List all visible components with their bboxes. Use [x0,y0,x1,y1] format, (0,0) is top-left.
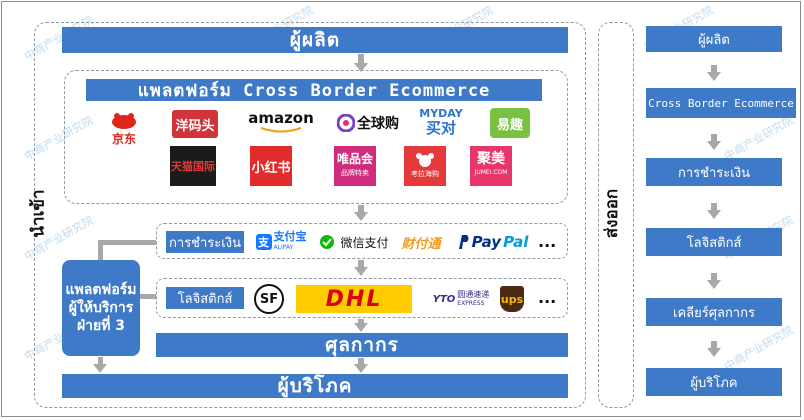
paypal-icon [458,235,469,249]
connector-line [140,294,156,299]
dhl-logo: DHL [296,285,412,313]
xiaohongshu-logo: 小红书 [250,146,292,186]
ups-logo: ups [500,286,524,312]
vip-logo: 唯品会 品牌特卖 [334,146,376,186]
arrow-down-icon [707,210,721,219]
export-dashed-box [598,22,634,408]
vip-text: 唯品会 [336,152,373,166]
arrow-down-icon [354,364,368,373]
arrow-stem [711,65,717,73]
arrow-down-icon [354,323,368,332]
payment-dashed-box [156,223,568,259]
tmall-logo: 天猫国际 [170,146,216,186]
quanqiugou-icon [337,114,355,132]
sf-logo: SF [254,284,284,314]
arrow-stem [711,273,717,281]
yto-logo: YTO 圆通速递 EXPRESS [426,288,496,310]
arrow-down-icon [707,72,721,81]
platform-dashed-box [64,70,568,204]
logistics-dashed-box [156,278,568,318]
producer-bar: ผู้ผลิต [62,27,568,53]
myday-bottom-text: 买对 [425,119,456,137]
alipay-text: 支付宝 [273,230,307,243]
alipay-icon: 支 [255,234,272,250]
arrow-stem [358,260,364,268]
yto-express-text: EXPRESS [457,300,485,307]
third-party-platform-box: แพลตฟอร์ม ผู้ให้บริการ ฝ่ายที่ 3 [62,260,140,356]
arrow-down-icon [707,141,721,150]
arrow-stem [358,358,364,365]
arrow-stem [358,319,364,325]
paypal-text-a: Pay [471,233,502,251]
export-step-consumer: ผู้บริโภค [646,368,782,396]
wechat-pay-logo: 微信支付 [316,230,392,254]
wechat-icon [320,235,335,249]
myday-logo: MYDAY 买对 [416,104,466,138]
jumei-text: 聚美 [477,151,505,167]
logistics-more: ... [538,288,557,307]
connector-line [98,240,156,245]
connector-line [98,240,103,260]
amazon-text: amazon [248,109,314,127]
export-step-producer: ผู้ผลิต [646,26,782,52]
alipay-sub-text: ALIPAY [273,244,294,251]
quanqiugou-logo: 全球购 [334,110,402,136]
export-step-platform: Cross Border Ecommerce [646,88,796,118]
paypal-text-b: Pal [503,233,529,251]
import-label: นำเข้า [28,189,49,238]
yiqu-logo: 易趣 [490,108,530,138]
kaola-icon [416,153,434,167]
arrow-stem [98,357,103,365]
import-dashed-box [34,22,586,408]
platform-bar: แพลตฟอร์ม Cross Border Ecommerce [86,79,542,101]
arrow-stem [711,203,717,211]
yto-sub-text: 圆通速递 [457,290,490,299]
jumei-logo: 聚美 JUMEI.COM [470,146,512,186]
yto-text: YTO [432,293,456,305]
alipay-logo: 支 支付宝 ALIPAY [252,230,310,254]
myday-top-text: MYDAY [419,107,463,120]
jd-dog-icon [112,112,136,129]
vip-sub-text: 品牌特卖 [341,169,369,177]
arrow-down-icon [354,267,368,276]
payment-more: ... [538,232,557,251]
third-party-line-3: ฝ่ายที่ 3 [76,318,126,334]
consumer-bar: ผู้บริโภค [62,374,568,398]
amazon-smile-icon [260,127,302,133]
export-step-payment: การชำระเงิน [646,158,782,186]
arrow-down-icon [707,348,721,357]
yangmatou-logo: 洋码头 [172,110,218,138]
jumei-sub-text: JUMEI.COM [474,169,508,176]
arrow-stem [711,134,717,142]
arrow-down-icon [354,212,368,221]
arrow-stem [358,205,364,213]
caifutong-logo: 财付通 [401,236,441,252]
customs-bar: ศุลกากร [156,333,568,357]
tmall-text: 天猫国际 [171,160,215,173]
wechat-pay-text: 微信支付 [340,235,389,250]
export-step-logistics: โลจิสติกส์ [646,228,782,256]
arrow-stem [358,54,364,64]
quanqiugou-text: 全球购 [357,116,399,132]
export-step-customs: เคลียร์ศุลกากร [646,298,782,326]
arrow-down-icon [93,364,107,373]
payment-bar: การชำระเงิน [166,231,244,253]
export-label: ส่งออก [602,188,623,239]
arrow-down-icon [354,63,368,72]
third-party-line-2: ผู้ให้บริการ [68,300,134,316]
arrow-stem [711,341,717,349]
amazon-logo: amazon [248,106,314,136]
kaola-text: 考拉海购 [411,170,439,178]
logistics-bar: โลจิสติกส์ [166,287,244,309]
jd-text: 京东 [111,131,136,146]
jd-logo: 京东 [100,108,148,148]
arrow-down-icon [707,280,721,289]
third-party-line-1: แพลตฟอร์ม [65,282,137,298]
kaola-logo: 考拉海购 [404,146,446,186]
